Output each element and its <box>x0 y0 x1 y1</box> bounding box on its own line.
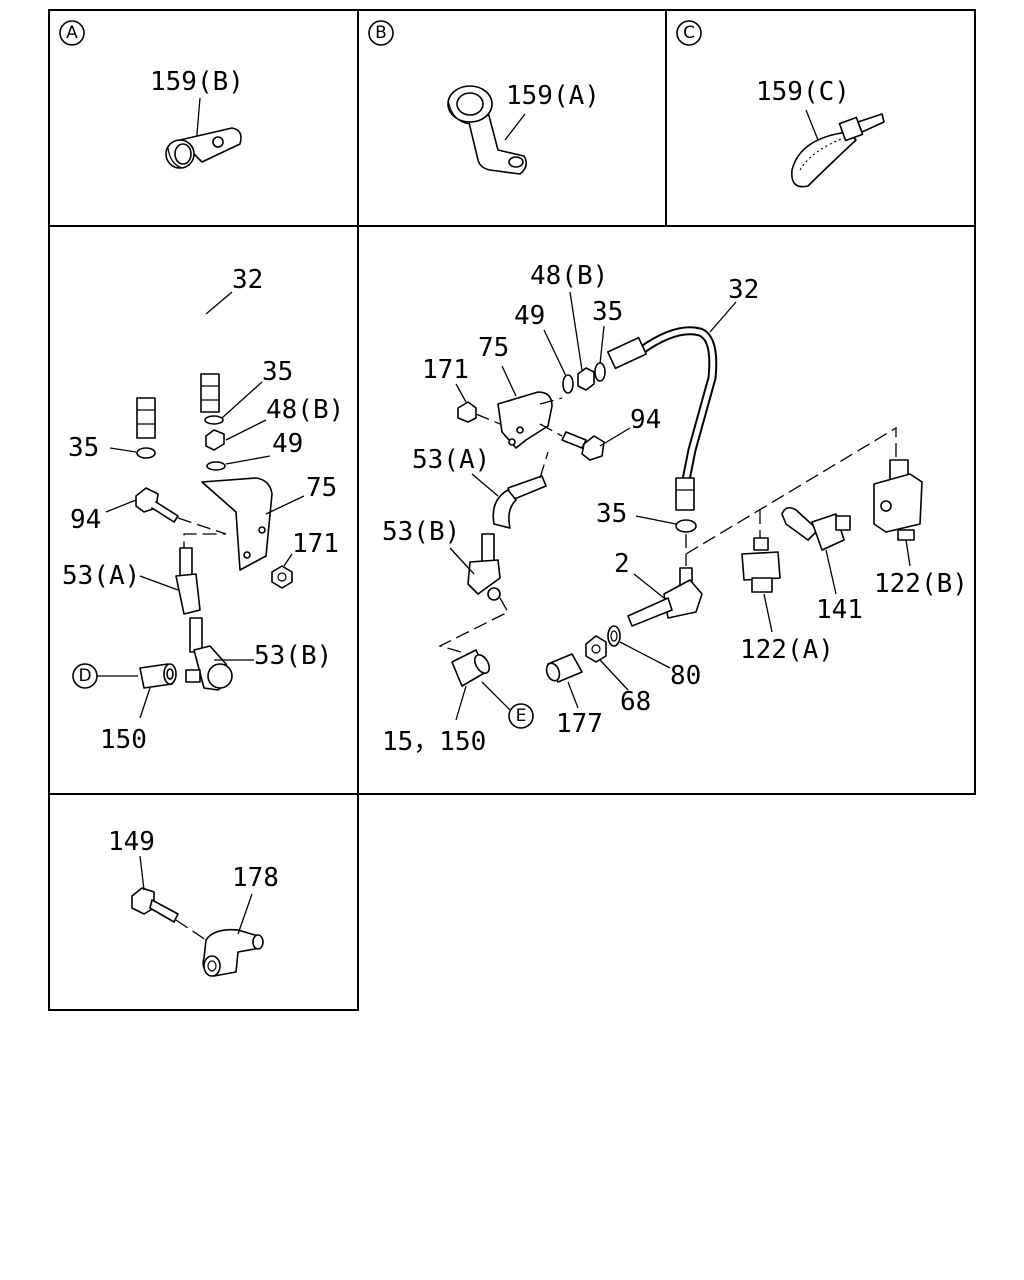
label-35-top-right: 35 <box>592 297 623 327</box>
label-68: 68 <box>620 687 651 717</box>
label-49-right: 49 <box>514 301 545 331</box>
cable-tie-icon <box>791 113 885 188</box>
p-clip-icon <box>165 127 242 169</box>
pipe-icon <box>136 289 220 439</box>
badge-a-letter: A <box>66 23 78 43</box>
label-171-left: 171 <box>292 529 339 559</box>
panel-a: A 159(B) <box>59 20 244 169</box>
label-177: 177 <box>556 709 603 739</box>
washer-left-icon <box>136 447 156 459</box>
label-35-top-left: 35 <box>262 357 293 387</box>
badge-b-letter: B <box>375 23 387 43</box>
label-159c: 159(C) <box>756 77 850 107</box>
lockwasher-icon <box>206 461 226 471</box>
badge-c <box>676 20 702 46</box>
label-122a: 122(A) <box>740 635 834 665</box>
washer-right-icon <box>594 362 606 382</box>
connector-b-right-icon <box>467 533 501 601</box>
pressure-switch-icon <box>741 537 781 593</box>
sleeve-177-icon <box>545 653 583 683</box>
connector-a-icon <box>175 547 201 615</box>
label-48b-right: 48(B) <box>530 261 608 291</box>
label-53a-left: 53(A) <box>62 561 140 591</box>
label-53b-right: 53(B) <box>382 517 460 547</box>
tee-switch-icon <box>873 459 923 541</box>
label-80: 80 <box>670 661 701 691</box>
label-75-right: 75 <box>478 333 509 363</box>
joint-178-icon <box>202 928 264 977</box>
pipe-right-icon <box>606 326 718 511</box>
label-15-150: 15，150 <box>382 727 486 757</box>
bolt-149-icon <box>131 887 179 923</box>
label-149: 149 <box>108 827 155 857</box>
panel-c: C 159(C) <box>676 20 885 188</box>
lockwasher-right-icon <box>562 374 574 394</box>
ref-e-badge <box>508 703 534 729</box>
label-94-left: 94 <box>70 505 101 535</box>
label-53b-left: 53(B) <box>254 641 332 671</box>
elbow-icon <box>627 567 703 627</box>
fitting-icon <box>139 663 177 689</box>
label-122b: 122(B) <box>874 569 968 599</box>
nut-68-icon <box>585 635 607 663</box>
nut-icon <box>205 429 225 451</box>
panel-right-assembly: 32 48(B) 49 35 75 171 94 <box>382 261 968 757</box>
label-150-left: 150 <box>100 725 147 755</box>
badge-b <box>368 20 394 46</box>
hose-nut-icon <box>271 565 293 589</box>
label-48b-left: 48(B) <box>266 395 344 425</box>
panel-frames <box>48 9 976 1011</box>
bolt-right-icon <box>561 431 605 461</box>
label-94-right: 94 <box>630 405 661 435</box>
washer-icon <box>204 415 224 425</box>
washer-80-icon <box>607 625 621 647</box>
bolt-icon <box>135 487 179 523</box>
label-49-left: 49 <box>272 429 303 459</box>
label-141: 141 <box>816 595 863 625</box>
badge-c-letter: C <box>683 23 695 43</box>
badge-a <box>59 20 85 46</box>
ref-d-letter: D <box>78 666 91 686</box>
connector-b-icon <box>185 617 233 691</box>
hose-nut-right-icon <box>457 401 477 423</box>
panel-bottom: 149 178 <box>108 827 279 977</box>
label-178: 178 <box>232 863 279 893</box>
label-53a-right: 53(A) <box>412 445 490 475</box>
label-35-left: 35 <box>68 433 99 463</box>
label-159a: 159(A) <box>506 81 600 111</box>
label-159b: 159(B) <box>150 67 244 97</box>
label-75-left: 75 <box>306 473 337 503</box>
clamp-bracket-icon <box>447 85 528 175</box>
label-32-right: 32 <box>728 275 759 305</box>
panel-b: B 159(A) <box>368 20 600 175</box>
washer-mid-icon <box>675 519 697 533</box>
plug-141-icon <box>781 506 851 551</box>
connector-a-right-icon <box>492 475 547 529</box>
label-35-mid: 35 <box>596 499 627 529</box>
ref-e-letter: E <box>516 706 527 726</box>
label-2: 2 <box>614 549 630 579</box>
nut-right-icon <box>577 367 595 391</box>
bracket-right-icon <box>497 391 553 449</box>
bracket-icon <box>201 477 273 571</box>
panel-left-assembly: 32 35 48(B) 49 35 75 94 <box>62 265 344 755</box>
label-32-left: 32 <box>232 265 263 295</box>
fitting-right-icon <box>451 649 491 687</box>
label-171-right: 171 <box>422 355 469 385</box>
